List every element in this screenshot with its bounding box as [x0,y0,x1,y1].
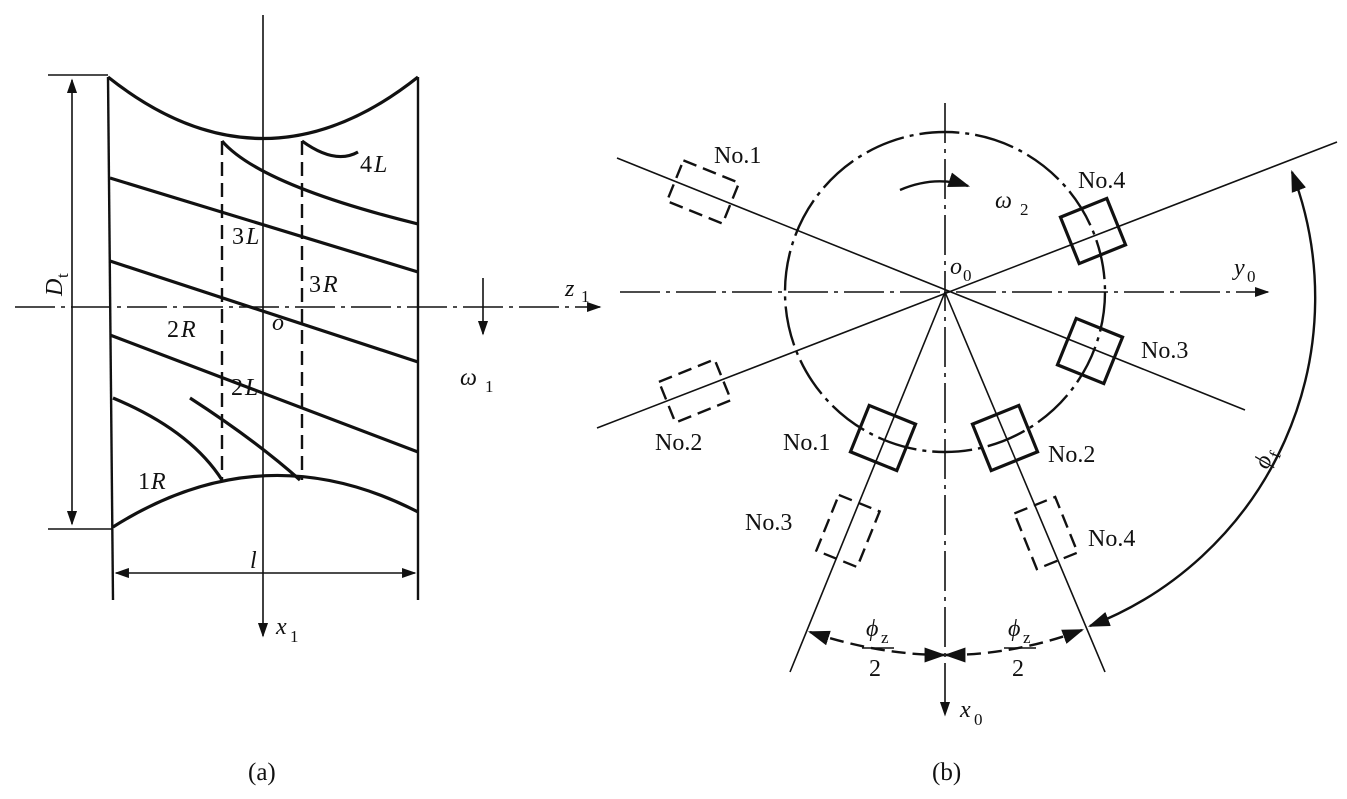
origin-o-label: o [272,310,284,336]
phi-f-arc [1087,169,1317,628]
x0-label: x 0 [959,697,983,729]
svg-text:0: 0 [974,710,983,729]
svg-text:ω: ω [460,365,477,391]
figure-a: D t l z 1 x 1 o ω 1 1 R 2 R 3 R 2 [15,15,602,786]
roller-box-no2-bottom [970,403,1040,473]
svg-text:o: o [950,254,962,280]
omega2-arrow [899,172,971,192]
groove-label-2R: 2 R [167,317,196,343]
groove-label-1R: 1 R [138,469,166,495]
roller-box-no1-top [665,158,741,226]
svg-text:2: 2 [1020,200,1029,219]
groove-label-3R: 3 R [309,272,338,298]
svg-text:ϕ: ϕ [1008,616,1020,642]
svg-text:2: 2 [1012,656,1024,682]
label-no2-bottom: No.2 [1048,442,1095,468]
svg-text:1: 1 [138,469,150,495]
roller-left-side [106,76,115,601]
omega1-label: ω 1 [460,365,494,396]
roller-box-no3-right [1055,316,1125,386]
caption-a: (a) [248,759,276,786]
svg-text:t: t [53,273,72,278]
caption-b: (b) [932,759,961,786]
label-no3-right: No.3 [1141,338,1188,364]
svg-text:3: 3 [309,272,321,298]
roller-box-no4-bottom [1012,495,1080,571]
svg-text:y: y [1232,255,1245,281]
groove-label-4L: 4 L [360,152,387,178]
svg-text:x: x [275,614,287,640]
l-label: l [250,548,257,574]
svg-text:L: L [245,224,259,250]
svg-text:2: 2 [869,656,881,682]
label-no4-bottom: No.4 [1088,526,1135,552]
figure-b: No.1 No.4 No.3 No.2 No.1 No.2 No.3 No.4 … [596,103,1338,786]
svg-text:R: R [180,317,196,343]
radial-line-bottom-right [944,291,1106,673]
phi-z-right-label: ϕ z 2 [1004,616,1036,682]
roller-box-no2-left [657,357,733,425]
svg-text:1: 1 [485,377,494,396]
svg-text:3: 3 [232,224,244,250]
phi-z-left-arc [807,630,947,663]
y0-label: y 0 [1232,255,1256,286]
radial-line-no1-no3 [616,157,1246,411]
radial-line-bottom-left [789,291,946,673]
svg-text:L: L [373,152,387,178]
phi-z-left-label: ϕ z 2 [862,616,894,682]
svg-text:ω: ω [995,188,1012,214]
groove-line [189,396,302,482]
dt-label: D t [42,273,72,297]
roller-box-no4-top [1058,196,1128,266]
svg-text:2: 2 [167,317,179,343]
svg-text:L: L [244,375,258,401]
o0-label: o 0 [950,254,972,285]
svg-text:1: 1 [581,287,590,306]
label-no1-bottom: No.1 [783,430,830,456]
groove-line [220,139,419,226]
svg-text:z: z [564,276,575,302]
groove-line [109,259,419,364]
svg-text:ϕ: ϕ [866,616,878,642]
groove-line [109,333,419,454]
svg-text:x: x [959,697,971,723]
groove-line [112,396,224,481]
groove-label-3L: 3 L [232,224,259,250]
label-no3-bottom: No.3 [745,510,792,536]
groove-line [109,176,419,274]
svg-text:4: 4 [360,152,372,178]
roller-bottom-edge [112,473,419,529]
svg-text:2: 2 [231,375,243,401]
label-no4-top: No.4 [1078,168,1125,194]
omega2-label: ω 2 [995,188,1029,219]
svg-text:R: R [322,272,338,298]
label-no2-left: No.2 [655,430,702,456]
svg-text:D: D [42,279,68,297]
z1-label: z 1 [564,276,590,306]
groove-line [301,139,359,159]
svg-text:z: z [881,628,889,647]
groove-label-2L: 2 L [231,375,258,401]
roller-box-no1-bottom [848,403,918,473]
svg-text:R: R [150,469,166,495]
x1-label: x 1 [275,614,299,646]
svg-text:1: 1 [290,627,299,646]
roller-box-no3-bottom [814,493,882,569]
label-no1-top: No.1 [714,143,761,169]
svg-text:0: 0 [1247,267,1256,286]
svg-text:z: z [1023,628,1031,647]
svg-text:0: 0 [963,266,972,285]
